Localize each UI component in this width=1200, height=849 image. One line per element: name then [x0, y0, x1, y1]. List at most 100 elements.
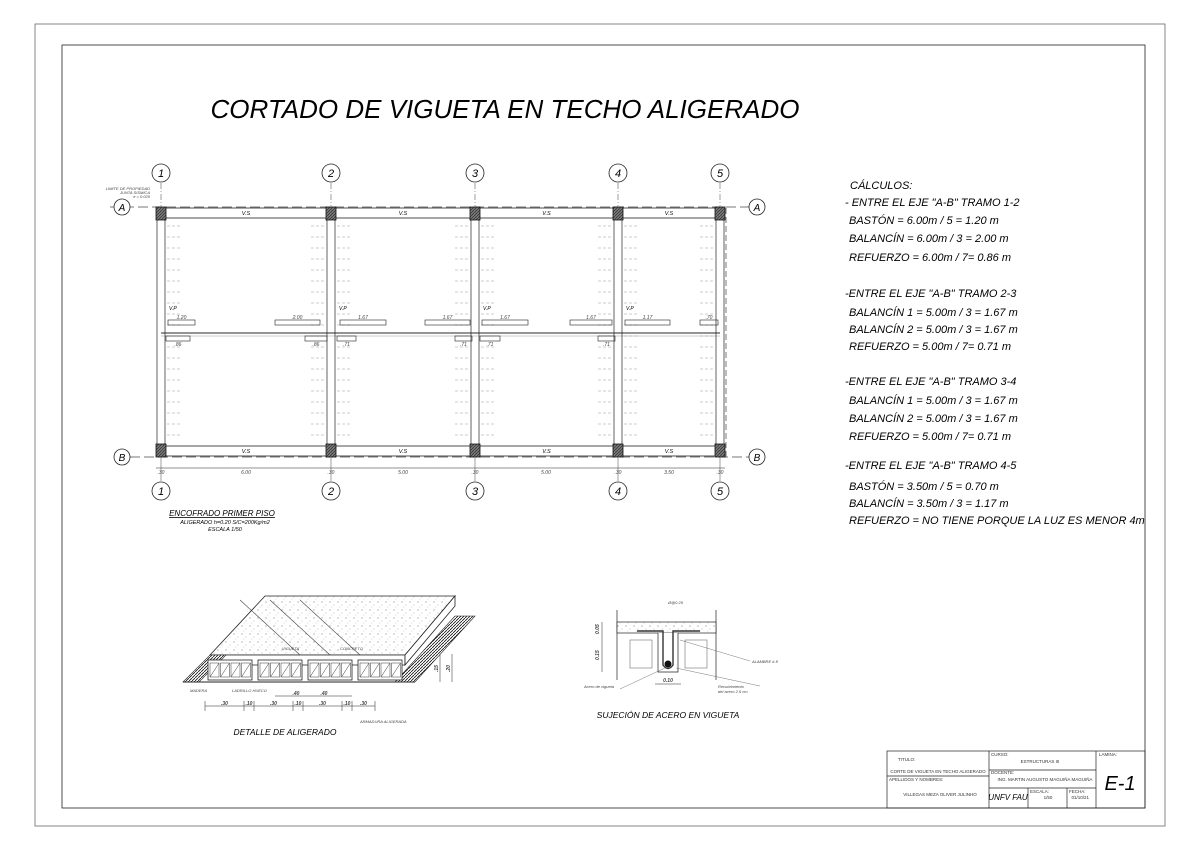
- dimension-label: .30: [328, 470, 335, 476]
- vp-label: V.P: [483, 306, 491, 312]
- column-a3: [469, 206, 481, 221]
- plan-caption: ENCOFRADO PRIMER PISO: [169, 509, 275, 518]
- dimension-label: 6.00: [241, 470, 251, 476]
- calculation-line: BALANCÍN 1 = 5.00m / 3 = 1.67 m: [849, 306, 1018, 319]
- top-rebar: [339, 319, 387, 326]
- calculation-line: -ENTRE EL EJE "A-B" TRAMO 4-5: [845, 460, 1017, 472]
- brick-cell-diag: [370, 662, 380, 678]
- joist-line: [269, 599, 331, 656]
- property-note: e = 0.025: [133, 194, 151, 199]
- axis-bubble-B: [113, 448, 131, 466]
- column-a1: [155, 206, 167, 221]
- institucion-value: UNFV FAU: [988, 793, 1028, 802]
- axis-label: A: [753, 203, 761, 214]
- detail-sujecion-caption: SUJECIÓN DE ACERO EN VIGUETA: [597, 710, 740, 720]
- column-b5: [714, 443, 726, 458]
- axis-bubble-1: [151, 481, 171, 501]
- brick-cell-diag: [309, 662, 320, 678]
- bottom-rebar: [336, 335, 357, 342]
- brick-cell-diag: [280, 662, 291, 678]
- brick-cell: [309, 662, 320, 678]
- axis-label: 4: [615, 168, 621, 180]
- brick-cell: [359, 662, 370, 678]
- outer-border: [34, 23, 1166, 827]
- axis-bubble-B: [748, 448, 766, 466]
- calculation-line: BALANCÍN 1 = 5.00m / 3 = 1.67 m: [849, 394, 1018, 407]
- vs-label: V.S: [399, 211, 408, 217]
- docente-label: DOCENTE:: [991, 770, 1014, 775]
- dim-slab: 0.05: [595, 624, 601, 634]
- dimension-label: .30: [319, 701, 326, 707]
- dim-width: 0.10: [663, 678, 673, 684]
- axis-label: 5: [717, 168, 724, 180]
- dimension-label: .30: [717, 470, 724, 476]
- dimension-label: .30: [472, 470, 479, 476]
- axis-bubble-2: [321, 481, 341, 501]
- calculation-line: BASTÓN = 6.00m / 5 = 1.20 m: [849, 214, 999, 227]
- brick-cell: [341, 662, 351, 678]
- label-steel: Acero de vigueta: [583, 684, 615, 689]
- brick-cell-diag: [320, 662, 330, 678]
- top-rebar-label: 1.17: [643, 315, 653, 321]
- fecha-label: FECHA:: [1069, 789, 1086, 794]
- dimension-label: .10: [295, 701, 302, 707]
- lamina-value: E-1: [1104, 773, 1135, 795]
- bottom-rebar-label: .86: [175, 342, 182, 348]
- calculation-line: REFUERZO = 5.00m / 7= 0.71 m: [849, 431, 1011, 443]
- bottom-rebar-label: .71: [603, 342, 610, 348]
- calculation-line: -ENTRE EL EJE "A-B" TRAMO 3-4: [845, 376, 1016, 388]
- axis-bubble-4: [608, 481, 628, 501]
- brick-cell-diag: [220, 662, 230, 678]
- dim-joist: 0.15: [595, 650, 601, 660]
- docente-value: ING. MARTIN AUGUSTO MAGUIÑA MAGUIÑA: [997, 776, 1092, 782]
- dimension-label: .30: [221, 701, 228, 707]
- axis-bubble-5: [710, 481, 730, 501]
- top-rebar: [274, 319, 321, 326]
- dimension-label: .15: [434, 665, 440, 672]
- calculation-line: REFUERZO = NO TIENE PORQUE LA LUZ ES MEN…: [849, 515, 1145, 527]
- axis-label: 4: [615, 486, 621, 498]
- calculation-line: - ENTRE EL EJE "A-B" TRAMO 1-2: [845, 197, 1019, 209]
- calculations-heading: CÁLCULOS:: [850, 179, 912, 192]
- brick-cell-diag: [380, 662, 391, 678]
- label-concreto: CONCRETO: [340, 646, 363, 651]
- joist-line: [299, 599, 361, 656]
- calculation-line: BASTÓN = 3.50m / 5 = 0.70 m: [849, 480, 999, 493]
- stirrup-wire: [637, 630, 700, 670]
- floor-plan: 11V.P22V.P33V.P44V.P55V.SV.SV.SV.SV.SV.S…: [106, 163, 766, 533]
- axis-bubble-2: [321, 163, 341, 183]
- brick-cell-diag: [230, 662, 241, 678]
- axis-label: 2: [327, 168, 334, 180]
- label-madera: MADERA: [190, 688, 207, 693]
- vs-label: V.S: [542, 449, 551, 455]
- top-rebar: [167, 319, 196, 326]
- axis-label: B: [119, 453, 126, 464]
- label-armadura: ARMADURA ALIGERADA: [359, 719, 407, 724]
- vp-label: V.P: [169, 306, 177, 312]
- dimension-label: .40: [321, 691, 328, 697]
- titulo-label: TITULO:: [898, 757, 915, 762]
- calculation-line: BALANCÍN 2 = 5.00m / 3 = 1.67 m: [849, 412, 1018, 425]
- brick-cell: [209, 662, 220, 678]
- column-b4: [612, 443, 624, 458]
- axis-label: A: [118, 203, 126, 214]
- label-stirrup: Ø@0.25: [667, 600, 684, 605]
- vs-label: V.S: [242, 211, 251, 217]
- label-cover-2: del acero 2.5 cm: [718, 689, 748, 694]
- dimension-label: 5.00: [398, 470, 408, 476]
- label-wire: ALAMBRE # 8: [751, 659, 779, 664]
- brick-cell: [230, 662, 241, 678]
- vs-label: V.S: [665, 211, 674, 217]
- dimension-label: .30: [615, 470, 622, 476]
- bottom-rebar: [597, 335, 616, 342]
- slab-section: [616, 621, 717, 634]
- axis-bubble-4: [608, 163, 628, 183]
- axis-label: 3: [472, 168, 479, 180]
- top-rebar-label: 1.67: [586, 315, 596, 321]
- axis-bubble-A: [113, 198, 131, 216]
- label-ladrillo: LADRILLO HUECO: [232, 688, 267, 693]
- titulo-value: CORTE DE VIGUETA EN TECHO ALIGERADO: [890, 769, 986, 774]
- brick-cell-diag: [341, 662, 351, 678]
- escala-label: ESCALA:: [1030, 789, 1049, 794]
- brick-cell: [241, 662, 251, 678]
